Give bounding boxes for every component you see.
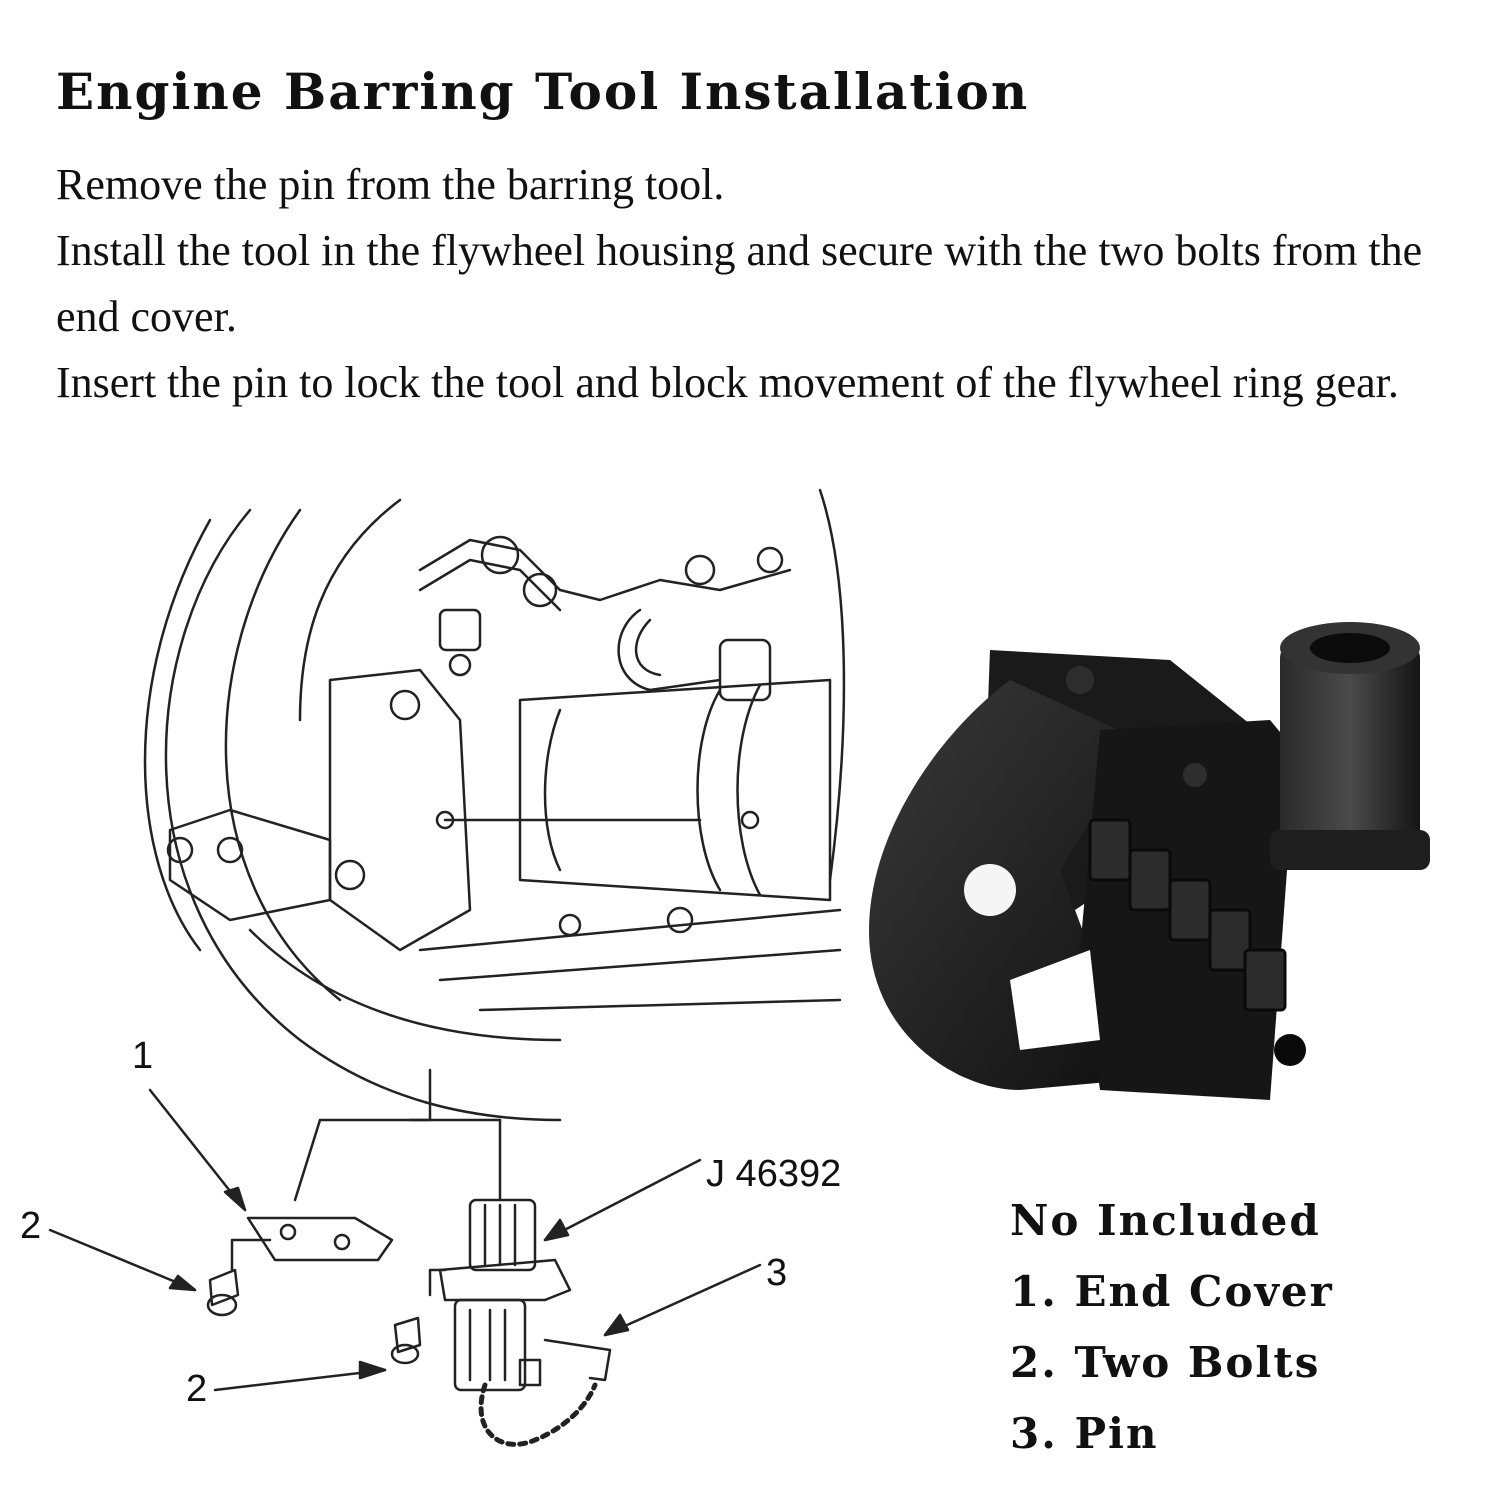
end-cover-part: [246, 1216, 394, 1262]
callout-2-lower: 2: [186, 1368, 208, 1410]
bolt-lower-part: [393, 1316, 422, 1354]
tool-gear: [1088, 818, 1287, 1012]
pin-chain: [478, 1382, 598, 1447]
not-included-legend: No Included 1. End Cover 2. Two Bolts 3.…: [1010, 1185, 1334, 1469]
legend-item-two-bolts: 2. Two Bolts: [1010, 1338, 1321, 1387]
pin-part: [543, 1338, 612, 1382]
leader-2-upper: [48, 1228, 197, 1292]
legend-item-end-cover: 1. End Cover: [1010, 1267, 1334, 1316]
starter-motor: [518, 678, 832, 902]
callout-3: 3: [766, 1252, 788, 1294]
leader-tool: [543, 1158, 702, 1242]
tool-socket: [1280, 640, 1420, 850]
barring-tool-part: [438, 1258, 572, 1302]
legend-heading: No Included: [1010, 1196, 1321, 1245]
instructions: Remove the pin from the barring tool. In…: [56, 152, 1476, 416]
page-title: Engine Barring Tool Installation: [56, 62, 1030, 121]
flywheel-housing-outer: [164, 508, 562, 1122]
instruction-step-1: Remove the pin from the barring tool.: [56, 160, 725, 209]
leader-3: [603, 1263, 762, 1337]
installation-diagram: [48, 488, 846, 1447]
leader-housing: [408, 1068, 432, 1122]
instruction-step-3: Insert the pin to lock the tool and bloc…: [56, 358, 1399, 407]
bolt-upper-part: [208, 1268, 240, 1307]
flywheel-housing-inner: [224, 508, 342, 1002]
instruction-step-2: Install the tool in the flywheel housing…: [56, 226, 1423, 341]
leader-2-lower: [213, 1368, 387, 1392]
callout-tool-part-number: J 46392: [706, 1153, 842, 1195]
callout-2-upper: 2: [20, 1205, 42, 1247]
callout-1: 1: [132, 1035, 154, 1077]
barring-tool-photo: [869, 622, 1430, 1100]
legend-item-pin: 3. Pin: [1010, 1409, 1159, 1458]
tool-hole-left: [964, 864, 1016, 916]
